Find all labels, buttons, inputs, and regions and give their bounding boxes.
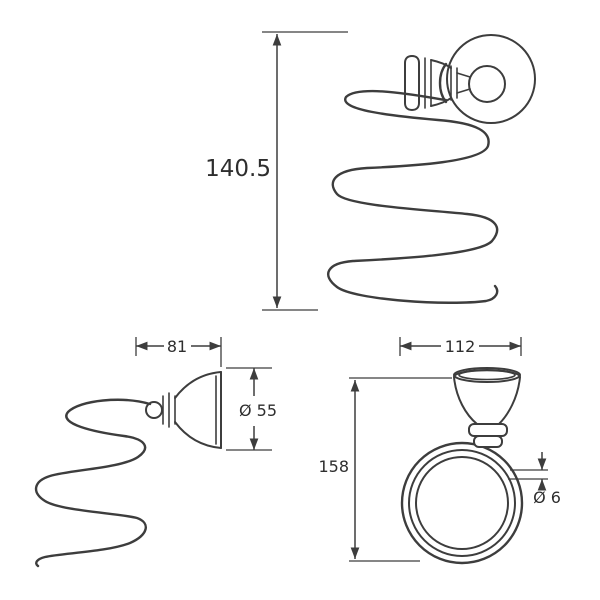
post-to-flange-link — [456, 72, 471, 94]
post-taper-bottom — [430, 97, 452, 107]
front-width-dimension-label: 112 — [445, 337, 476, 356]
ring-outer-turn-inner-edge — [408, 449, 516, 557]
bell-top-rim-inner — [458, 369, 516, 381]
spiral-wire-main — [327, 89, 499, 304]
wire-wrap-on-post — [438, 62, 448, 104]
side-diameter-dimension-label: Ø 55 — [239, 401, 277, 420]
bell-top-rim — [453, 367, 521, 383]
bell-mount-side — [145, 371, 222, 449]
wire-ring — [400, 441, 524, 565]
main-view: 140.5 — [205, 31, 536, 311]
bell-mount-front — [453, 367, 521, 448]
bell-profile-top — [174, 371, 222, 399]
ring-outer-turn — [400, 441, 524, 565]
side-view: 81 Ø 55 — [35, 337, 277, 568]
side-width-dimension-label: 81 — [167, 337, 187, 356]
wall-flange-outer-circle — [446, 34, 536, 124]
bell-collar-band-1 — [468, 423, 508, 437]
wall-flange-inner-circle — [468, 65, 506, 103]
bell-wire-hub — [145, 401, 163, 419]
bell-profile-bottom — [174, 421, 222, 449]
ring-inner-turn — [415, 456, 509, 550]
main-height-dimension-label: 140.5 — [205, 156, 271, 182]
front-view: 112 158 Ø 6 — [318, 337, 561, 565]
front-height-dimension-label: 158 — [318, 457, 349, 476]
post-taper-top — [430, 59, 452, 69]
wire-diameter-label: Ø 6 — [533, 488, 561, 507]
mount-post — [404, 55, 471, 111]
wire-diameter-dimension: Ø 6 — [508, 452, 561, 507]
post-collar-cap — [404, 55, 420, 111]
spiral-wire-side — [35, 398, 152, 568]
wall-flange — [446, 34, 536, 124]
bell-collar-band-2 — [473, 435, 503, 448]
